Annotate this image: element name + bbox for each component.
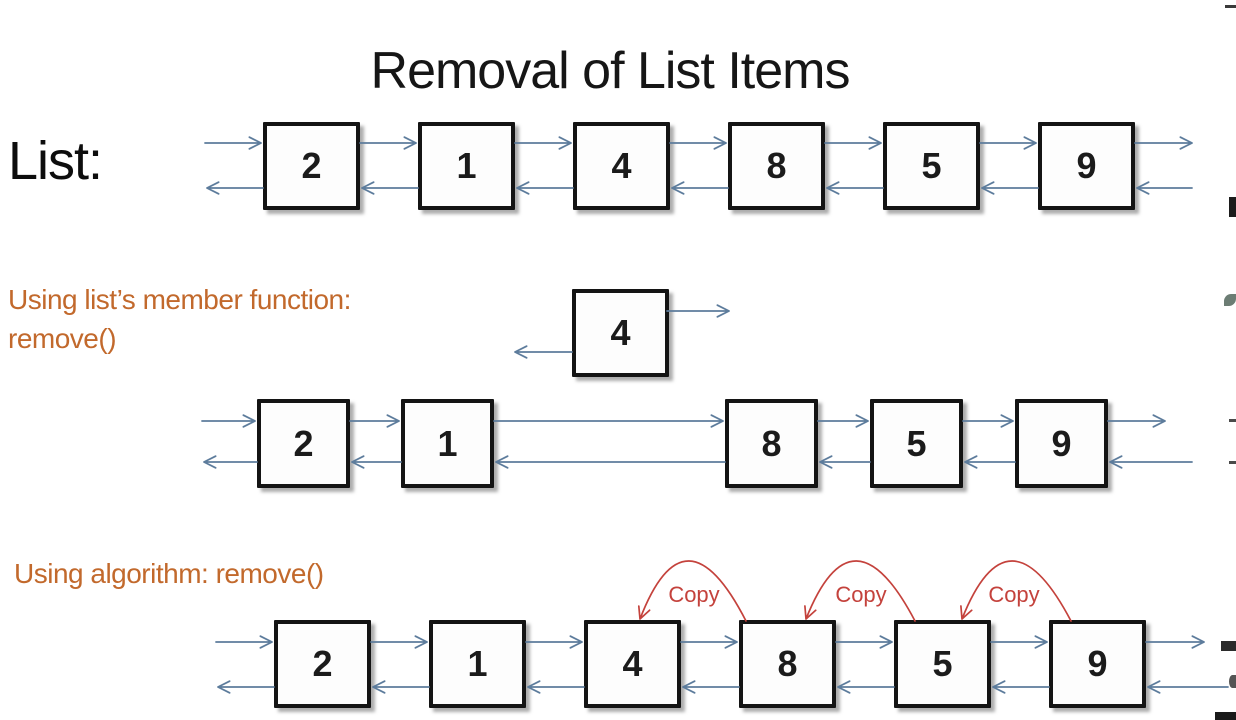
list-node-box: 2 [274,620,371,708]
list-node-box: 5 [894,620,991,708]
list-node-box: 9 [1038,122,1135,210]
member-function-caption: Using list’s member function: remove() [8,280,351,358]
edge-artifact [1215,712,1236,720]
edge-artifact [1229,461,1236,464]
list-node-box: 1 [429,620,526,708]
copy-arrow [637,560,747,622]
list-section-label: List: [8,131,103,191]
copy-arrow-label: Copy [988,582,1039,607]
list-node-box: 1 [401,399,494,488]
removed-node-box: 4 [572,289,669,377]
algorithm-caption: Using algorithm: remove() [14,558,324,589]
edge-artifact [1229,419,1236,422]
member-function-caption-line2: remove() [8,323,117,354]
list-node-box: 8 [739,620,836,708]
copy-arrow [804,560,916,622]
slide-title: Removal of List Items [370,41,851,100]
list-node-box: 2 [263,122,360,210]
list-node-box: 4 [573,122,670,210]
edge-artifact [1224,294,1236,306]
list-node-box: 9 [1015,399,1108,488]
member-function-caption-line1: Using list’s member function: [8,284,351,315]
list-node-box: 9 [1049,620,1146,708]
copy-arrow-label: Copy [835,582,886,607]
list-node-box: 5 [883,122,980,210]
edge-artifact [1225,5,1236,8]
list-node-box: 5 [870,399,963,488]
copy-arrow [960,560,1072,622]
edge-artifact [1221,641,1236,651]
list-node-box: 2 [257,399,350,488]
edge-artifact [1229,675,1236,688]
copy-arrow-label: Copy [668,582,719,607]
edge-artifact [1229,197,1236,217]
list-node-box: 4 [584,620,681,708]
list-node-box: 1 [418,122,515,210]
list-node-box: 8 [725,399,818,488]
list-node-box: 8 [728,122,825,210]
